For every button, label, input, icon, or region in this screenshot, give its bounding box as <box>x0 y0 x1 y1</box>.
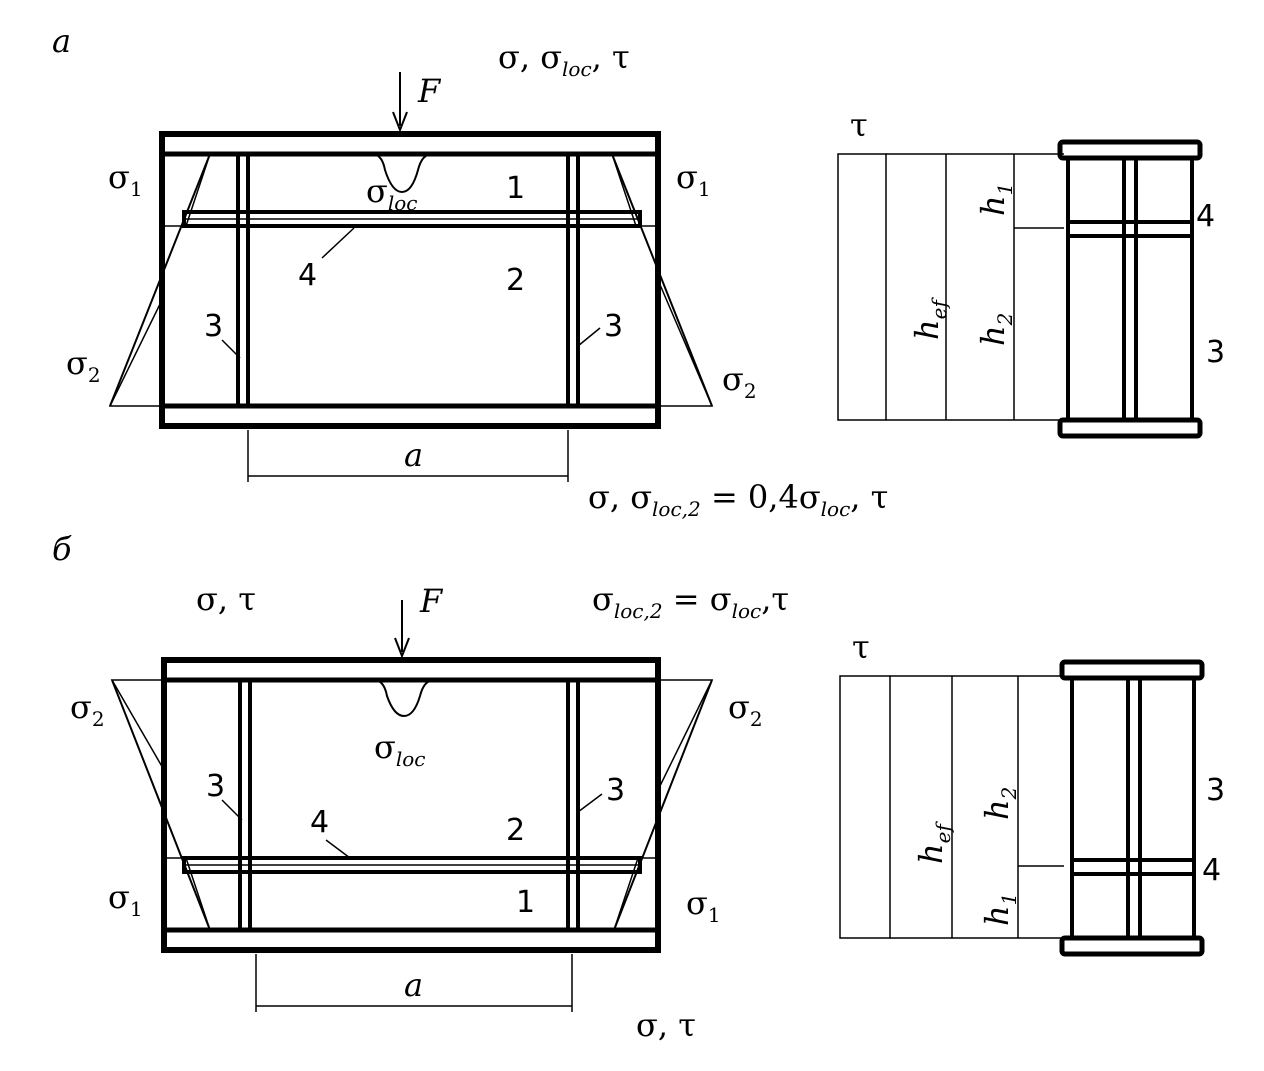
force-arrow-icon <box>392 72 408 133</box>
section-label-3-a: 3 <box>1206 335 1225 370</box>
sigma2-right-label-b: σ2 <box>728 688 763 731</box>
sigma2-left-label: σ2 <box>66 344 101 387</box>
label-2: 2 <box>506 263 525 298</box>
h2-label-a: h2 <box>974 313 1017 346</box>
panel-b-letter: б <box>52 530 72 568</box>
label-1-b: 1 <box>516 885 535 920</box>
h1-label-b: h1 <box>978 893 1021 926</box>
panel-b: б σ, τ σloc,2 = σloc,τ F σ2 <box>52 530 1225 1044</box>
sigma1-left-label: σ1 <box>108 158 143 201</box>
panel-a-letter: а <box>52 22 71 60</box>
force-arrow-icon-b <box>394 600 410 659</box>
dimension-a-label-b: a <box>404 966 423 1004</box>
panel-a-stress-label: σ, σloc, τ <box>498 38 630 81</box>
local-stress-diagram <box>371 153 433 194</box>
sigma-loc-label-b: σloc <box>374 728 425 771</box>
panel-a: а σ, σloc, τ F <box>52 22 1225 521</box>
stress-diagram-right-a <box>610 153 714 407</box>
dimension-a <box>247 430 569 482</box>
label-3-right: 3 <box>604 309 623 344</box>
girder-panel-a <box>159 131 661 429</box>
force-label-b: F <box>419 582 444 620</box>
cross-section-a <box>837 139 1203 439</box>
tau-label-a: τ <box>850 106 868 144</box>
force-label: F <box>417 72 442 110</box>
section-label-3-b: 3 <box>1206 773 1225 808</box>
h-ef-label-b: hef <box>912 821 955 864</box>
sigma1-left-label-b: σ1 <box>108 878 143 921</box>
sigma1-right-label-b: σ1 <box>686 884 721 927</box>
sigma2-left-label-b: σ2 <box>70 688 105 731</box>
dimension-a-label: a <box>404 436 423 474</box>
cross-section-b <box>839 659 1205 957</box>
section-label-4-b: 4 <box>1202 853 1221 888</box>
bottom-formula: σ, σloc,2 = 0,4σloc, τ <box>588 478 888 521</box>
local-stress-diagram-b <box>373 679 435 718</box>
label-3-right-b: 3 <box>606 773 625 808</box>
panel-b-stress-label-right: σloc,2 = σloc,τ <box>592 580 789 623</box>
panel-b-stress-label-left: σ, τ <box>196 580 256 618</box>
dimension-a-b <box>255 954 573 1012</box>
tau-label-b: τ <box>852 628 870 666</box>
stress-diagram-right-b <box>612 679 714 931</box>
h1-label-a: h1 <box>974 183 1017 216</box>
girder-panel-b <box>161 657 661 953</box>
bottom-label-b: σ, τ <box>636 1006 696 1044</box>
sigma2-right-label: σ2 <box>722 360 757 403</box>
stress-diagram-left-b <box>110 679 212 931</box>
h2-label-b: h2 <box>978 787 1021 820</box>
label-3-left-b: 3 <box>206 769 225 804</box>
label-1: 1 <box>506 171 525 206</box>
section-label-4-a: 4 <box>1196 199 1215 234</box>
label-4-b: 4 <box>310 805 329 840</box>
sigma1-right-label: σ1 <box>676 158 711 201</box>
label-4: 4 <box>298 258 317 293</box>
label-3-left: 3 <box>204 309 223 344</box>
h-ef-label-a: hef <box>908 297 951 340</box>
label-2-b: 2 <box>506 813 525 848</box>
stress-diagram-left-a <box>108 153 212 407</box>
sigma-loc-label: σloc <box>366 172 417 215</box>
